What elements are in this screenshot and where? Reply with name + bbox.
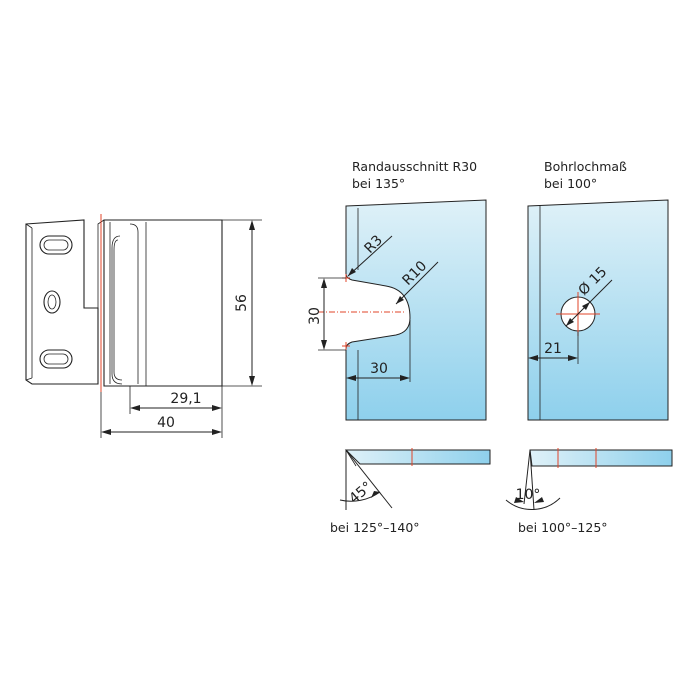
- hinge-width-label: 40: [157, 415, 175, 431]
- drill-hole-angle-label: 10°: [516, 487, 541, 503]
- hinge-hole: [43, 290, 61, 314]
- edge-cutout-height-label: 30: [307, 307, 323, 325]
- hinge-offset-label: 29,1: [170, 391, 201, 407]
- edge-cutout-range: bei 125°–140°: [330, 520, 420, 535]
- hinge-slot-top: [39, 235, 73, 255]
- edge-cutout-depth-label: 30: [370, 361, 388, 377]
- edge-cutout-subtitle: bei 135°: [352, 176, 405, 191]
- hinge-front-block: [103, 219, 223, 387]
- drill-hole-title: Bohrlochmaß: [544, 159, 627, 174]
- drill-hole-range: bei 100°–125°: [518, 520, 608, 535]
- hinge-height-label: 56: [234, 294, 250, 312]
- drill-hole-subtitle: bei 100°: [544, 176, 597, 191]
- edge-cutout-drawing: Randausschnitt R30 bei 135° R3 R10 30 30: [307, 159, 491, 535]
- drill-hole-section: [529, 449, 673, 467]
- drill-hole-glass: [527, 199, 669, 421]
- hinge-drawing: 56 29,1 40: [25, 214, 262, 438]
- drill-hole-edge-label: 21: [544, 341, 562, 357]
- edge-cutout-angle-label: 45°: [346, 479, 375, 507]
- hinge-slot-bottom: [39, 349, 73, 369]
- drill-hole-drawing: Bohrlochmaß bei 100° Ø 15 21 10° bei 100…: [505, 159, 673, 535]
- edge-cutout-glass: [345, 199, 487, 421]
- edge-cutout-title: Randausschnitt R30: [352, 159, 477, 174]
- edge-cutout-section: [344, 449, 491, 465]
